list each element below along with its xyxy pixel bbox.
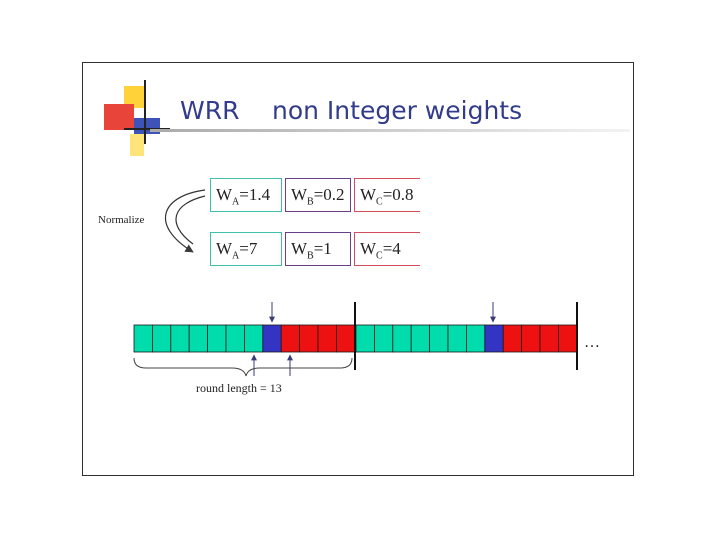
slot-a-round1 [243, 324, 264, 353]
slot-a-round2 [465, 324, 486, 353]
slot-a-round2 [392, 324, 412, 353]
slot-a-round1 [188, 324, 208, 353]
slot-c-round1 [299, 324, 319, 353]
slot-a-round2 [447, 324, 467, 353]
slot-c-round2 [521, 324, 541, 353]
slot-c-round1 [280, 324, 301, 353]
logo-red-block [104, 104, 134, 130]
weight-c-normalized: WC=4 [354, 232, 420, 266]
slot-a-round2 [429, 324, 449, 353]
slot-a-round1 [170, 324, 190, 353]
slot-a-round2 [410, 324, 431, 353]
slot-b-round2 [484, 324, 504, 353]
title-wrr: WRR [180, 96, 240, 125]
slot-a-round1 [225, 324, 245, 353]
round-brace [133, 357, 353, 377]
logo-yellow-block [124, 86, 146, 108]
weight-a-normalized: WA=7 [210, 232, 282, 266]
logo-horizontal-line [124, 128, 170, 130]
slot-a-round2 [373, 324, 394, 353]
logo-vertical-line [144, 80, 146, 144]
slot-a-round1 [133, 324, 153, 353]
weight-a-original: WA=1.4 [210, 178, 282, 212]
title-subtitle: non Integer weights [272, 96, 523, 125]
continuation-ellipsis: … [584, 334, 600, 351]
logo-yellow-block-2 [130, 134, 144, 156]
weight-b-normalized: WB=1 [285, 232, 351, 266]
slot-b-round1 [262, 324, 282, 353]
round-length-label: round length = 13 [196, 381, 282, 395]
slot-a-round1 [151, 324, 172, 353]
weight-b-original: WB=0.2 [285, 178, 351, 212]
slot-c-round2 [539, 324, 559, 353]
slot-c-round1 [317, 324, 337, 353]
normalize-arrow-inner [175, 195, 206, 245]
slot-c-round2 [502, 324, 523, 353]
normalize-arrow [164, 189, 206, 253]
title-underline [150, 129, 630, 132]
slot-a-round1 [207, 324, 227, 353]
slot-a-round2 [355, 324, 375, 353]
slot-c-round2 [558, 324, 578, 353]
weight-c-original: WC=0.8 [354, 178, 420, 212]
slot-c-round1 [335, 324, 356, 353]
normalize-label: Normalize [98, 214, 145, 226]
